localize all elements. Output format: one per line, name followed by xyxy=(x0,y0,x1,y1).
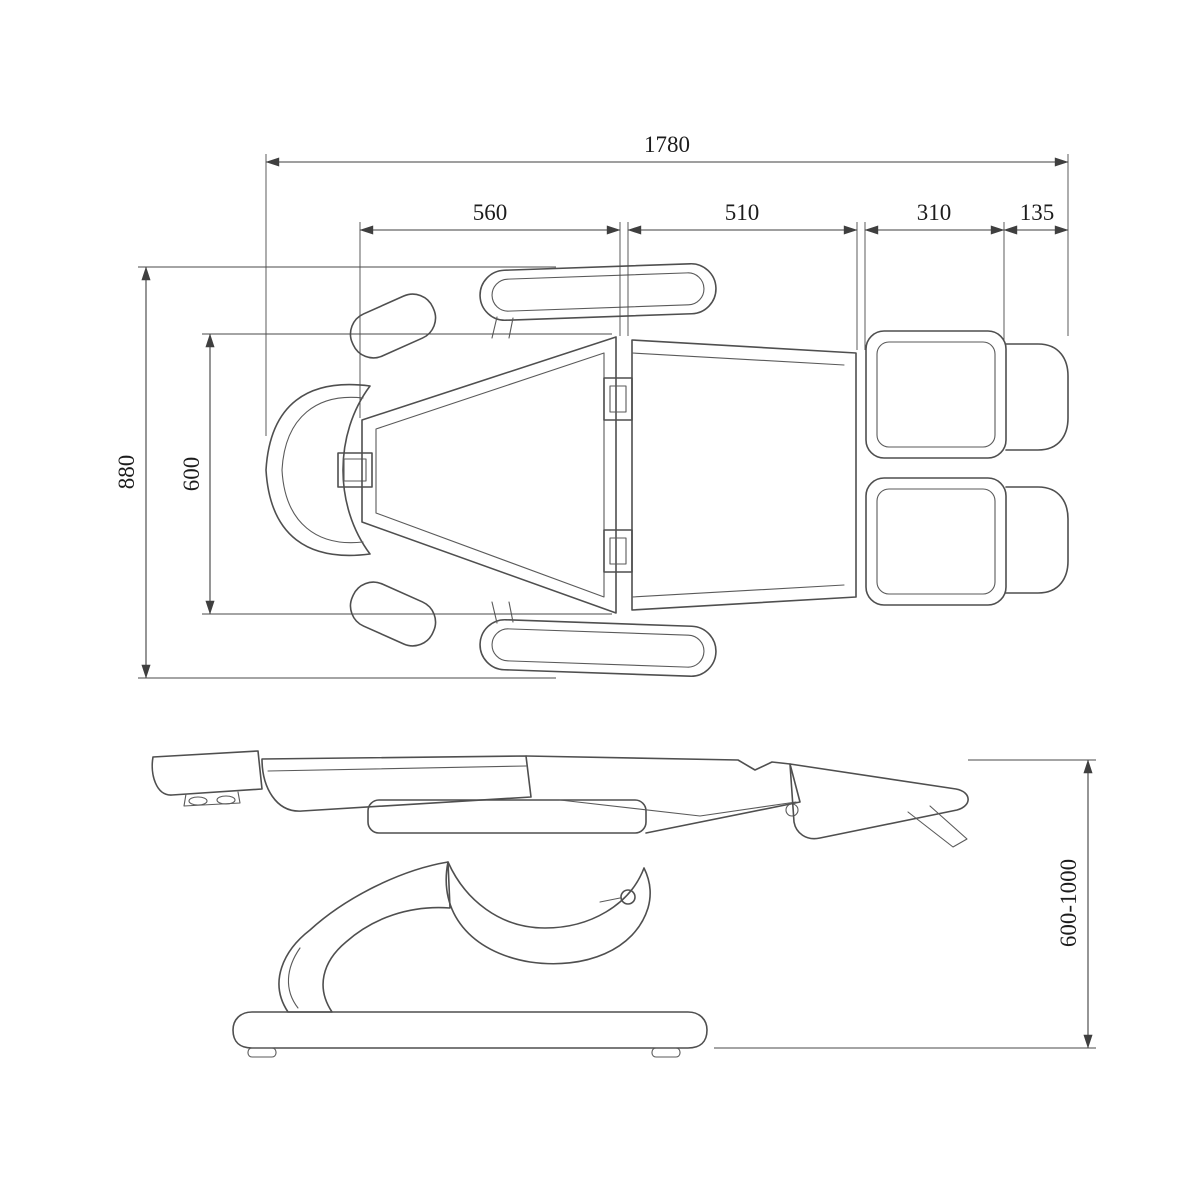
top-view-drawing xyxy=(265,262,1069,678)
side-pedestal-outline xyxy=(445,861,651,965)
dim-label-footrest-section: 135 xyxy=(1020,200,1055,225)
dim-label-backrest-section: 560 xyxy=(473,200,508,225)
headrest-outline xyxy=(265,383,373,557)
dim-legrest-section: 310 xyxy=(864,200,1005,350)
dim-backrest-section: 560 xyxy=(359,200,621,418)
side-headrest-outline xyxy=(151,750,263,807)
side-armrest-outline xyxy=(367,799,647,834)
dim-label-overall-length: 1780 xyxy=(644,132,690,157)
hinge-top-outline xyxy=(603,377,633,421)
armrest-top-outline xyxy=(479,262,717,339)
dim-footrest-section: 135 xyxy=(1003,200,1069,235)
hinge-bottom-outline xyxy=(603,529,633,573)
dim-label-inner-width: 600 xyxy=(179,457,204,492)
side-legrest-outline xyxy=(789,763,969,848)
dim-label-legrest-section: 310 xyxy=(917,200,952,225)
dim-seat-section: 510 xyxy=(627,200,858,350)
side-seat-outline xyxy=(525,755,801,834)
dim-height-range: 600-1000 xyxy=(714,759,1096,1049)
footrest-top-outline xyxy=(1005,343,1069,451)
shoulder-pad-top-outline xyxy=(349,293,437,359)
armrest-bottom-outline xyxy=(479,601,717,678)
backrest-outline xyxy=(361,336,617,614)
dim-label-seat-section: 510 xyxy=(725,200,760,225)
dim-overall-width: 880 xyxy=(114,266,556,679)
side-view-drawing xyxy=(151,750,969,1058)
dim-inner-width: 600 xyxy=(179,333,612,615)
legrest-bottom-outline xyxy=(865,477,1007,606)
side-backrest-outline xyxy=(261,755,532,812)
side-base-outline xyxy=(232,1011,708,1058)
shoulder-pad-bottom-outline xyxy=(349,581,437,647)
dim-label-overall-width: 880 xyxy=(114,455,139,490)
seat-outline xyxy=(631,339,857,611)
side-front-leg-outline xyxy=(278,861,451,1013)
dim-overall-length: 1780 xyxy=(265,132,1069,436)
legrest-top-outline xyxy=(865,330,1007,459)
dim-label-height-range: 600-1000 xyxy=(1056,859,1081,947)
footrest-bottom-outline xyxy=(1005,486,1069,594)
